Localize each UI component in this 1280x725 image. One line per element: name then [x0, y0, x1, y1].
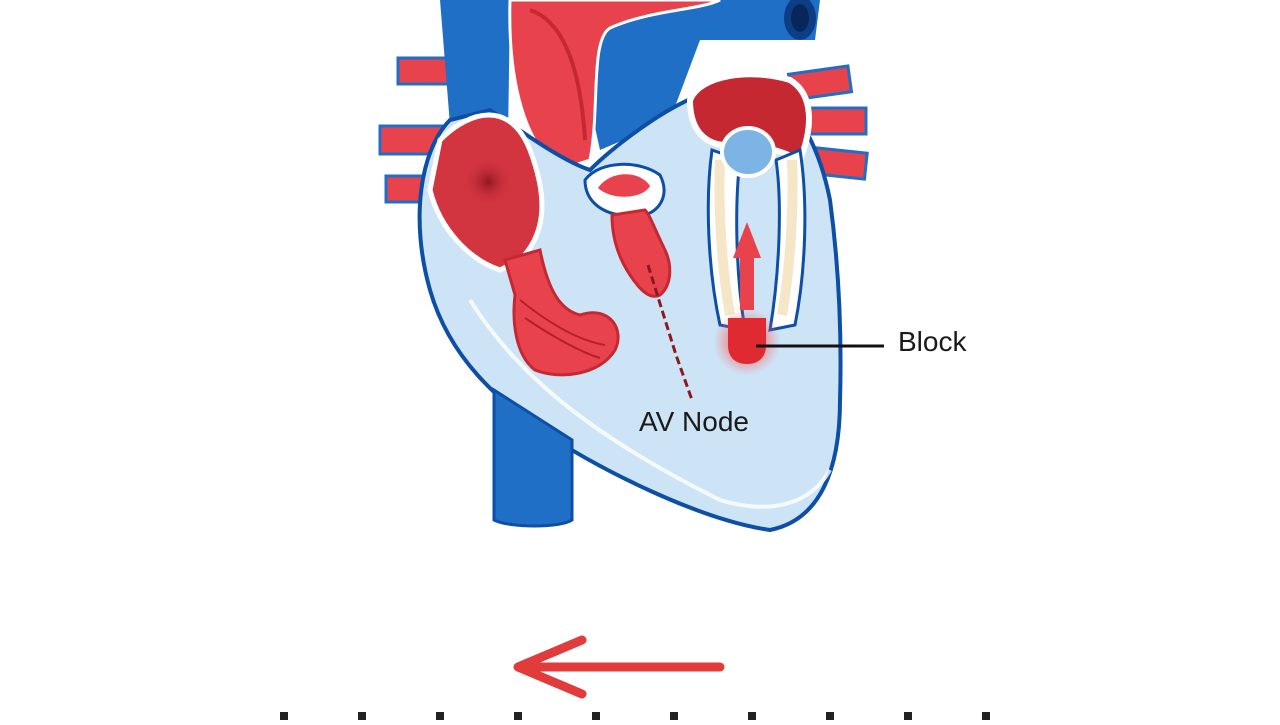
av-node-label: AV Node — [639, 406, 749, 437]
mitral-valve — [503, 248, 620, 377]
left-arrow-icon[interactable] — [513, 635, 725, 699]
block-label: Block — [898, 326, 967, 357]
bottom-dotted-divider — [280, 712, 990, 720]
inferior-vena-cava — [492, 387, 574, 528]
up-arrow-icon — [733, 222, 761, 310]
pulmonary-valve — [720, 126, 776, 178]
